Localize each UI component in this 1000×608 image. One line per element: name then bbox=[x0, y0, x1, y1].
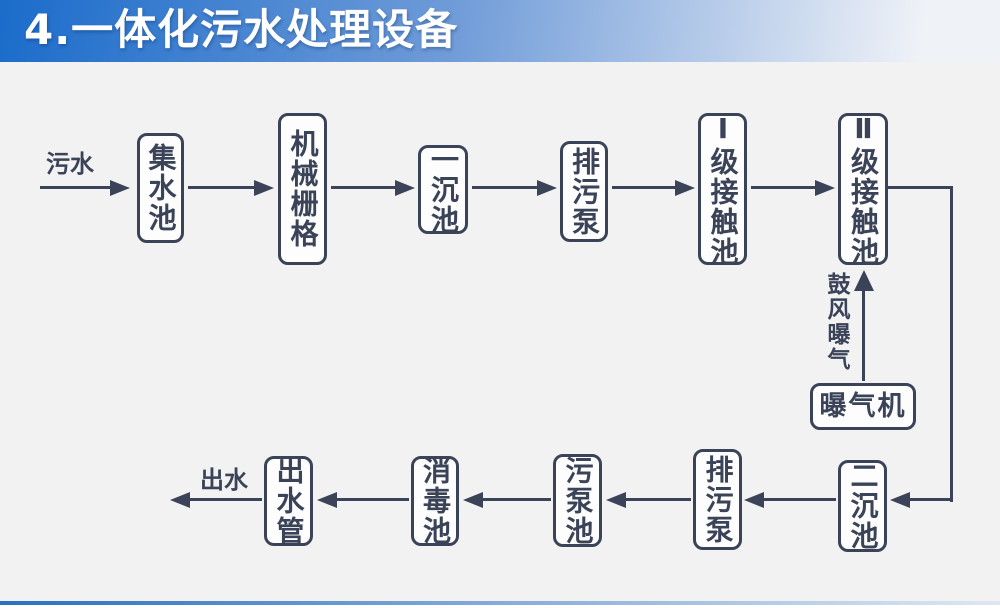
arrowhead-left-icon bbox=[317, 492, 337, 508]
flow-line bbox=[481, 498, 551, 501]
arrow-pump-to-contact1 bbox=[612, 180, 695, 196]
arrow-connector-to-secondary bbox=[890, 492, 953, 508]
node-secondary-sedimentation: 二沉池 bbox=[838, 460, 887, 552]
node-sewage-pump-top: 排污泵 bbox=[560, 141, 608, 242]
inlet-label: 污水 bbox=[46, 150, 94, 178]
flow-line bbox=[188, 186, 256, 189]
node-disinfection-tank: 消毒池 bbox=[411, 456, 459, 546]
arrow-disinfection-to-outlet-pipe bbox=[317, 492, 409, 508]
arrowhead-left-icon bbox=[170, 492, 190, 508]
arrowhead-left-icon bbox=[463, 492, 483, 508]
node-label: 曝气机 bbox=[819, 391, 907, 422]
arrow-collection-to-screen bbox=[188, 180, 274, 196]
arrow-primary-to-pump bbox=[472, 180, 557, 196]
outlet-label: 出水 bbox=[200, 466, 248, 494]
node-sludge-pump-tank: 污泵池 bbox=[553, 454, 602, 547]
flow-line bbox=[908, 498, 953, 501]
node-label: 二沉池 bbox=[846, 461, 880, 551]
node-label: 一沉池 bbox=[427, 144, 460, 235]
node-label: 排污泵 bbox=[568, 146, 601, 237]
node-outlet-pipe: 出水管 bbox=[264, 456, 313, 546]
node-label: Ⅰ级接触池 bbox=[706, 111, 740, 267]
node-contact-tank-1: Ⅰ级接触池 bbox=[698, 111, 747, 267]
arrow-aerator-to-contact2 bbox=[854, 270, 874, 381]
flow-line bbox=[331, 186, 397, 189]
arrow-contact1-to-contact2 bbox=[751, 180, 835, 196]
node-label: 机械栅格 bbox=[286, 129, 320, 249]
node-sewage-pump-bottom: 排污泵 bbox=[693, 449, 742, 550]
arrowhead-right-icon bbox=[815, 180, 835, 196]
node-contact-tank-2: Ⅱ级接触池 bbox=[838, 111, 888, 267]
arrow-pump-to-sludge bbox=[606, 492, 691, 508]
arrow-sludge-to-disinfection bbox=[463, 492, 551, 508]
node-collection-tank: 集水池 bbox=[137, 133, 184, 243]
node-label: 出水管 bbox=[272, 456, 306, 546]
arrowhead-right-icon bbox=[395, 180, 415, 196]
arrowhead-right-icon bbox=[675, 180, 695, 196]
arrowhead-left-icon bbox=[744, 492, 764, 508]
aeration-label: 鼓风曝气 bbox=[823, 272, 849, 372]
node-mechanical-screen: 机械栅格 bbox=[278, 113, 327, 265]
connector-top-segment bbox=[888, 186, 953, 189]
flow-line bbox=[762, 498, 836, 501]
flow-line bbox=[335, 498, 409, 501]
arrowhead-left-icon bbox=[890, 492, 910, 508]
node-aerator: 曝气机 bbox=[810, 383, 916, 430]
title-banner: 4.一体化污水处理设备 bbox=[0, 0, 1000, 62]
node-label: 排污泵 bbox=[701, 454, 735, 545]
flow-line bbox=[472, 186, 539, 189]
arrowhead-right-icon bbox=[254, 180, 274, 196]
node-label: 消毒池 bbox=[419, 456, 452, 546]
arrowhead-left-icon bbox=[606, 492, 626, 508]
flow-line bbox=[751, 186, 817, 189]
arrow-inlet-to-collection-tank bbox=[40, 180, 130, 196]
flow-diagram: 污水 集水池 机械栅格 一沉池 排污泵 bbox=[0, 62, 1000, 601]
flow-line bbox=[624, 498, 691, 501]
arrow-secondary-to-pump bbox=[744, 492, 836, 508]
flow-line bbox=[40, 186, 112, 189]
flow-line bbox=[862, 289, 865, 381]
connector-vertical-segment bbox=[950, 186, 953, 502]
arrowhead-up-icon bbox=[854, 270, 874, 291]
bottom-accent-bar bbox=[0, 601, 1000, 605]
arrow-screen-to-primary bbox=[331, 180, 415, 196]
flow-line bbox=[612, 186, 677, 189]
flow-line bbox=[188, 498, 262, 501]
page-title: 4.一体化污水处理设备 bbox=[24, 5, 459, 54]
arrow-outlet-pipe-to-outflow bbox=[170, 492, 262, 508]
node-label: Ⅱ级接触池 bbox=[847, 111, 880, 267]
arrowhead-right-icon bbox=[110, 180, 130, 196]
node-label: 污泵池 bbox=[561, 455, 595, 546]
node-label: 集水池 bbox=[144, 143, 178, 233]
arrowhead-right-icon bbox=[537, 180, 557, 196]
node-primary-sedimentation: 一沉池 bbox=[418, 144, 468, 235]
